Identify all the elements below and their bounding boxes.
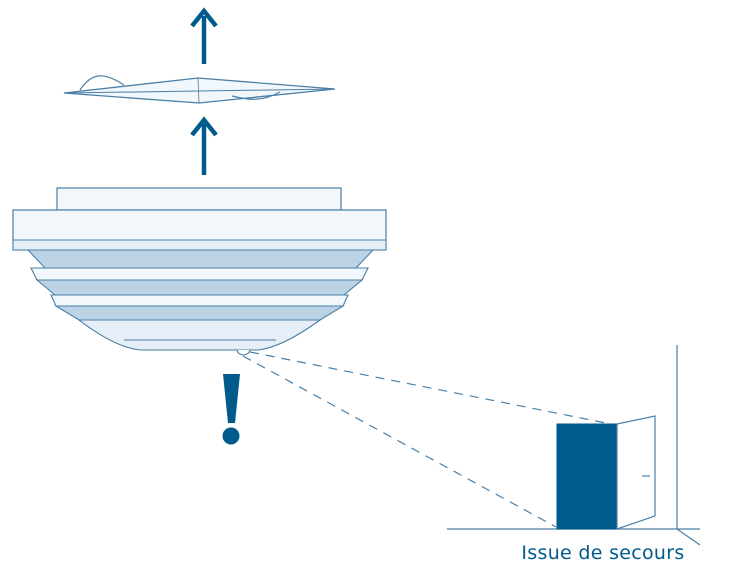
emergency-exit-door-icon [447,345,701,546]
sight-lines [242,351,617,528]
smoke-detector-icon [12,187,387,356]
cover-plate-icon [63,75,336,104]
exclamation-icon [222,374,240,445]
exit-label: Issue de secours [521,542,685,564]
arrow-up-icon [190,7,218,64]
arrow-up-icon [190,116,218,175]
